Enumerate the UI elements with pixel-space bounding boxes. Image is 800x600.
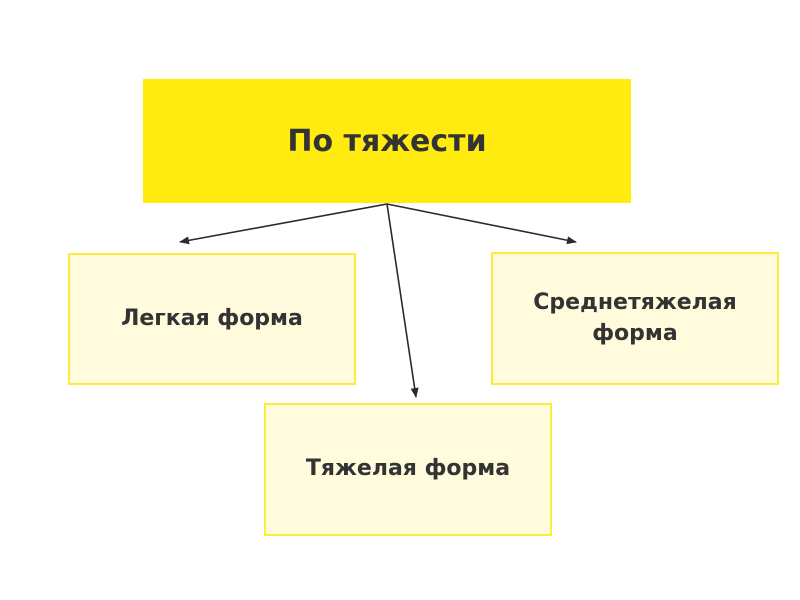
node-label-heavy: Тяжелая форма — [305, 456, 511, 482]
arrow-to-medium — [386, 203, 577, 245]
node-label-light: Легкая форма — [121, 305, 303, 331]
node-light-form: Легкая форма — [68, 253, 356, 385]
node-heavy-form: Тяжелая форма — [264, 403, 552, 536]
arrow-to-light — [179, 203, 388, 245]
node-medium-form: Среднетяжелая форма — [491, 252, 779, 385]
arrow-to-heavy — [386, 203, 419, 398]
root-node: По тяжести — [143, 79, 631, 203]
root-label: По тяжести — [287, 123, 487, 159]
node-label-medium: Среднетяжелая форма — [533, 289, 737, 346]
